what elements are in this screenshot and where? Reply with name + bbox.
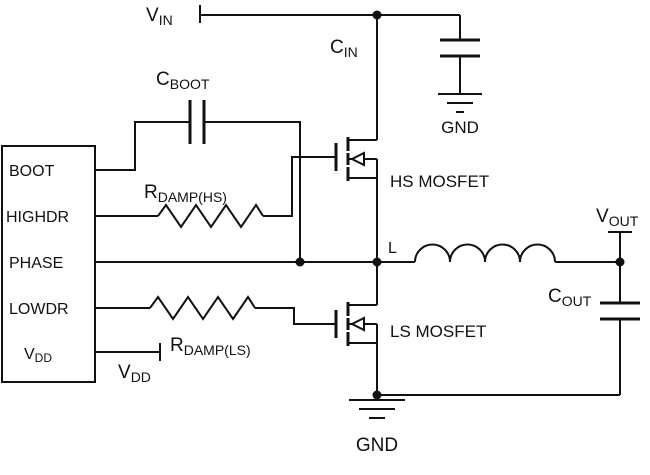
rdamp-ls-label: RDAMP(LS) — [170, 335, 251, 358]
phase-output-branch: L VOUT — [95, 206, 639, 267]
ls-body-arrow-icon — [349, 316, 365, 332]
ls-mosfet-label: LS MOSFET — [390, 322, 486, 341]
driver-ic: BOOT HIGHDR PHASE LOWDR VDD — [1, 145, 96, 383]
pin-label-highdr: HIGHDR — [6, 209, 69, 226]
boot-wire — [95, 121, 190, 171]
junction-dot — [295, 257, 305, 267]
rdamp-hs-resistor-icon — [157, 203, 264, 229]
vout-label: VOUT — [596, 206, 639, 229]
vdd-ext-label: VDD — [118, 362, 151, 385]
highdr-branch: RDAMP(HS) — [95, 156, 336, 229]
pin-label-vdd: VDD — [24, 346, 52, 365]
gnd-symbol-bottom-icon — [349, 395, 405, 419]
pin-label-boot: BOOT — [9, 163, 55, 180]
ls-mosfet: LS MOSFET — [334, 262, 486, 395]
ic-outline — [1, 145, 96, 383]
pin-label-lowdr: LOWDR — [9, 301, 69, 318]
hs-mosfet-label: HS MOSFET — [390, 172, 489, 191]
inductor-icon — [414, 243, 556, 263]
inductor-label: L — [388, 240, 397, 257]
cout-label: COUT — [548, 286, 592, 309]
rdamp-ls-resistor-icon — [149, 295, 256, 321]
hs-gate-wire — [263, 156, 336, 217]
rdamp-hs-label: RDAMP(HS) — [144, 182, 227, 205]
lowdr-branch: RDAMP(LS) — [95, 295, 336, 358]
pin-label-phase: PHASE — [9, 255, 63, 272]
output-cap-branch: COUT — [548, 262, 640, 395]
hs-mosfet: HS MOSFET — [334, 15, 489, 262]
boot-branch: CBOOT — [95, 69, 301, 262]
vdd-branch: VDD — [95, 343, 161, 385]
cin-capacitor-icon — [440, 38, 480, 58]
ls-gate-wire — [255, 307, 336, 325]
ground-rail: GND — [349, 390, 620, 456]
input-cap-branch: CIN GND — [330, 15, 482, 137]
gnd-top-label: GND — [441, 118, 479, 137]
cin-label: CIN — [330, 37, 358, 60]
gnd-symbol-top-icon — [438, 93, 482, 113]
vin-label: VIN — [146, 5, 173, 28]
vin-rail: VIN — [146, 5, 460, 28]
cout-capacitor-icon — [600, 301, 640, 321]
cboot-label: CBOOT — [156, 69, 210, 92]
hs-body-arrow-icon — [349, 151, 365, 167]
gnd-bottom-label: GND — [356, 435, 398, 456]
cboot-to-phase-wire — [204, 121, 301, 262]
cboot-capacitor-icon — [188, 100, 206, 144]
